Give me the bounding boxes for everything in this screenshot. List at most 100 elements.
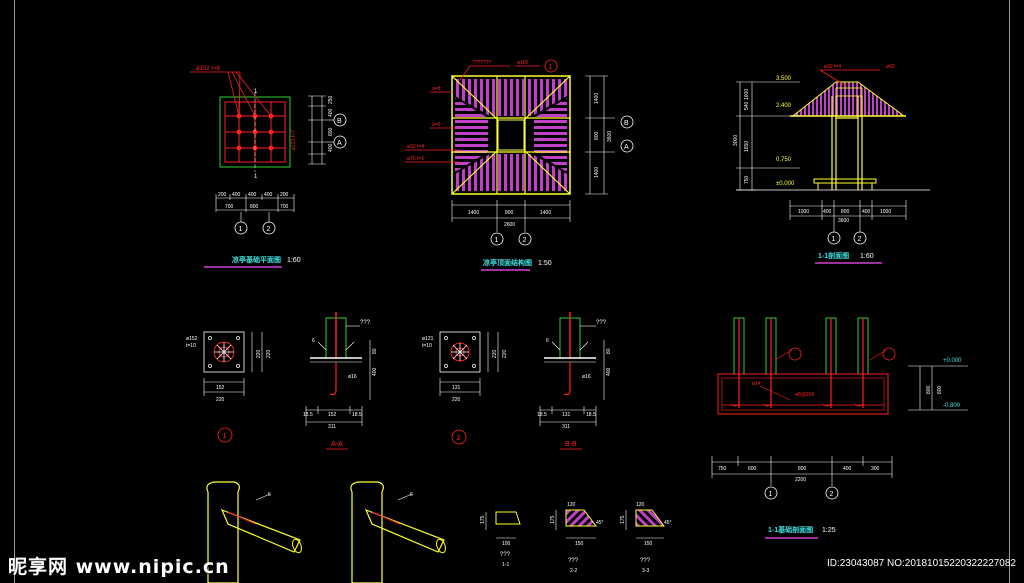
roof-plan-title: 凉亭顶面结构图 (483, 258, 532, 267)
detail-2-side-a: 220 (492, 349, 498, 358)
section-level-4: ±0.000 (776, 181, 795, 187)
roof-bottom-dim-1: 1400 (468, 210, 479, 216)
section-bb-tag: ??? (596, 320, 607, 326)
foundation-dim-3: 800 (798, 466, 807, 472)
fp-top-dim-1: 200 (218, 192, 227, 198)
small-c-dim-3: 120 (636, 502, 645, 508)
foundation-dim-1: 750 (718, 466, 727, 472)
foundation-section-title: 1-1基础剖面图 (768, 525, 813, 534)
roof-callout-b: ø100 (517, 60, 529, 66)
detail-1-dim-a: 152 (216, 385, 225, 391)
roof-right-dim-3: 1400 (594, 167, 600, 178)
foundation-section-scale: 1:25 (822, 527, 836, 534)
joint-detail-right: 6 (350, 481, 446, 583)
section-left-dim-4: 750 (744, 175, 750, 184)
joint-detail-left: 6 (206, 481, 302, 583)
small-c-angle: 45° (664, 520, 672, 526)
section-bottom-dim-4: 400 (862, 209, 871, 215)
small-a-tag: 1-1 (502, 562, 509, 568)
detail-1-base-plate: ø152 t=10 152 220 220 220 1 (186, 331, 272, 443)
foundation-axis-2: 2 (830, 491, 834, 498)
fp-axis-1: 1 (239, 226, 243, 233)
foundation-rebar-a: ø14 (752, 381, 761, 387)
detail-2-label-a: ø121 (422, 336, 434, 342)
foundation-rebar-b: ø8@200 (795, 392, 814, 398)
section-bb-weld: 6 (546, 338, 549, 344)
foundation-axis-1: 1 (769, 491, 773, 498)
foundation-right-dim-2: 800 (937, 385, 943, 394)
small-b-title: ??? (568, 558, 579, 564)
section-bb-bar: ø16 (582, 374, 591, 380)
small-detail-c: 175 150 120 45° ??? 3-3 (620, 502, 672, 574)
roof-circle-tag: 1 (549, 64, 553, 71)
section-bottom-dim-2: 400 (823, 209, 832, 215)
joint-left-label: 6 (268, 492, 271, 498)
fp-bottom-dim-1: 700 (225, 204, 234, 210)
section-aa-height: 400 (372, 367, 378, 376)
detail-2-tag: 2 (457, 435, 461, 442)
section-bb-title: B-B (565, 441, 577, 448)
section-bottom-dim-5: 1000 (880, 209, 891, 215)
detail-1-side-b: 220 (266, 349, 272, 358)
roof-label-3: ø32 t=4 (407, 144, 424, 150)
section-left-dim-2: 540 (744, 101, 750, 110)
foundation-dim-5: 300 (871, 466, 880, 472)
small-b-dim-1: 175 (550, 515, 556, 524)
foundation-marker-bottom: 1 (254, 174, 258, 180)
section-top-callout-b: ø60 (886, 64, 895, 70)
section-aa: ??? 6 ø16 18.5 152 18.5 311 400 80 A-A (303, 312, 378, 450)
section-level-1: 3.500 (776, 76, 792, 82)
foundation-dim-4: 400 (843, 466, 852, 472)
fp-axis-a: A (337, 140, 342, 147)
foundation-marker-top: 1 (254, 89, 258, 95)
section-left-total: 3000 (733, 135, 739, 146)
foundation-section: ø14 ø8@200 800 800 +0.000 -0.800 750 600… (711, 317, 968, 539)
pavilion-section: ø32 t=4 ø60 1600 540 1650 750 3000 3.500… (733, 64, 930, 264)
section-bb-top: 80 (606, 348, 612, 354)
drawing-frame (14, 0, 1010, 583)
small-b-tag: 2-2 (570, 568, 577, 574)
roof-bottom-total: 2600 (504, 222, 515, 228)
foundation-dim-2: 600 (748, 466, 757, 472)
fp-top-dim-5: 200 (280, 192, 289, 198)
foundation-total: 2200 (795, 477, 806, 483)
foundation-plan-scale: 1:60 (287, 257, 301, 264)
section-aa-dim-3: 18.5 (352, 412, 362, 418)
small-a-dim-2: 100 (502, 541, 511, 547)
foundation-side-note: ø121 t=7 (291, 130, 297, 150)
fp-top-dim-4: 400 (264, 192, 273, 198)
roof-axis-2: 2 (523, 237, 527, 244)
fp-right-dim-1: 250 (328, 95, 334, 104)
fp-right-dim-3: 800 (328, 127, 334, 136)
section-left-dim-1: 1600 (744, 89, 750, 100)
detail-2-dim-a: 131 (452, 385, 461, 391)
roof-axis-b: B (624, 120, 629, 127)
section-bottom-dim-3: 800 (841, 209, 850, 215)
foundation-level-bottom: -0.800 (943, 403, 961, 409)
detail-1-tag: 1 (223, 433, 227, 440)
section-bottom-dim-1: 1000 (798, 209, 809, 215)
section-aa-weld: 6 (312, 338, 315, 344)
small-a-title: ??? (500, 552, 511, 558)
detail-2-dim-b: 220 (452, 397, 461, 403)
section-aa-dim-1: 18.5 (303, 412, 313, 418)
roof-right-dim-2: 800 (594, 131, 600, 140)
roof-bottom-dim-3: 1400 (540, 210, 551, 216)
fp-right-dim-2: 400 (328, 108, 334, 117)
section-aa-total: 311 (328, 424, 336, 430)
section-aa-dim-2: 152 (328, 412, 337, 418)
section-aa-bar: ø16 (348, 374, 357, 380)
detail-1-label-a: ø152 (186, 336, 198, 342)
joint-right-label: 6 (410, 492, 413, 498)
section-title: 1-1剖面图 (818, 251, 849, 260)
roof-plan-scale: 1:50 (538, 260, 552, 267)
section-bottom-total: 3600 (838, 218, 849, 224)
detail-1-label-b: t=10 (186, 343, 196, 349)
small-detail-b: 175 150 120 45° ??? 2-2 (550, 502, 604, 574)
section-level-3: 0.750 (776, 157, 792, 163)
section-bb-height: 400 (606, 367, 612, 376)
section-bb-dim-2: 131 (562, 412, 571, 418)
small-b-angle: 45° (596, 520, 604, 526)
roof-right-dim-1: 1400 (594, 93, 600, 104)
